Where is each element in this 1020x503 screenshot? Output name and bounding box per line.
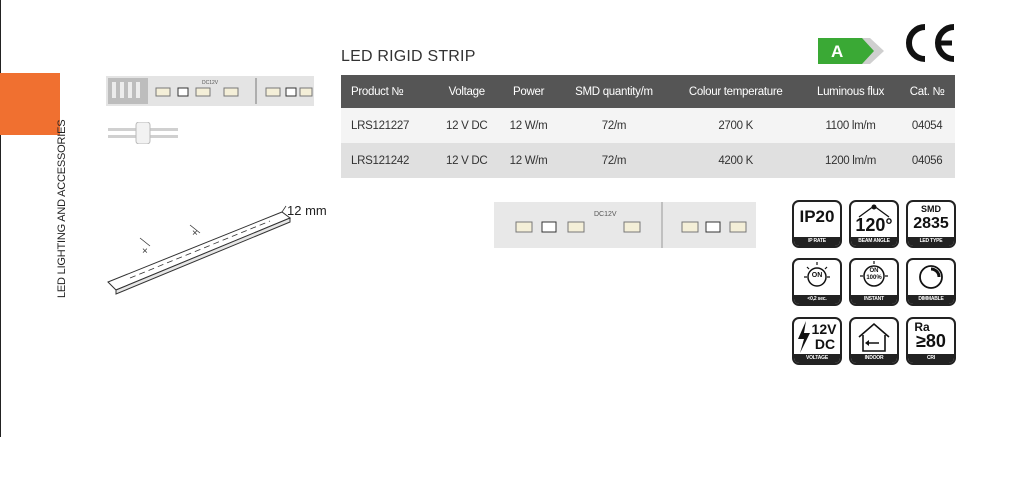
cell-product-no: LRS121227 <box>341 108 435 143</box>
table-row: LRS121227 12 V DC 12 W/m 72/m 2700 K 110… <box>341 108 955 143</box>
col-cat-no: Cat. № <box>899 75 955 108</box>
svg-text:×: × <box>192 228 198 239</box>
col-product-no: Product № <box>341 75 435 108</box>
product-title: LED RIGID STRIP <box>341 48 476 65</box>
instant-icon: ON 100% INSTANT <box>849 258 899 306</box>
led-type-icon: SMD 2835 LED TYPE <box>906 200 956 248</box>
cell-voltage: 12 V DC <box>434 108 499 143</box>
strip-close-up-photo: DC12V <box>494 202 756 248</box>
page-edge-rule <box>0 0 1 437</box>
cell-smd-quantity: 72/m <box>558 143 670 178</box>
strip-marking-small: DC12V <box>202 80 219 86</box>
strip-connector-photo: DC12V <box>106 76 314 106</box>
cri-icon: Ra ≥80 CRI <box>906 317 956 365</box>
cell-voltage: 12 V DC <box>434 143 499 178</box>
beam-angle-icon: 120° BEAM ANGLE <box>849 200 899 248</box>
cell-smd-quantity: 72/m <box>558 108 670 143</box>
ce-mark-icon <box>906 24 955 62</box>
connector-pin-photo <box>108 122 178 144</box>
spec-table: Product № Voltage Power SMD quantity/m C… <box>341 75 955 178</box>
table-header-row: Product № Voltage Power SMD quantity/m C… <box>341 75 955 108</box>
dimmable-icon: DIMMABLE <box>906 258 956 306</box>
cell-product-no: LRS121242 <box>341 143 435 178</box>
cell-colour-temperature: 2700 K <box>669 108 802 143</box>
cell-power: 12 W/m <box>498 143 559 178</box>
voltage-icon: 12V DC VOLTAGE <box>792 317 842 365</box>
col-power: Power <box>498 75 559 108</box>
cell-power: 12 W/m <box>498 108 559 143</box>
energy-class-letter: A <box>831 42 843 61</box>
switch-on-time-icon: ON <0,2 sec. <box>792 258 842 306</box>
energy-class-badge: A <box>818 38 884 64</box>
indoor-icon: INDOOR <box>849 317 899 365</box>
cell-cat-no: 04054 <box>899 108 955 143</box>
cell-cat-no: 04056 <box>899 143 955 178</box>
section-color-tab <box>0 73 60 135</box>
col-voltage: Voltage <box>434 75 499 108</box>
ip-rate-icon: IP20 IP RATE <box>792 200 842 248</box>
strip-marking-large: DC12V <box>594 211 617 218</box>
cell-luminous-flux: 1100 lm/m <box>801 108 900 143</box>
strip-width-label: 12 mm <box>287 203 327 218</box>
col-colour-temperature: Colour temperature <box>669 75 802 108</box>
cell-colour-temperature: 4200 K <box>669 143 802 178</box>
svg-text:×: × <box>142 246 148 257</box>
table-row: LRS121242 12 V DC 12 W/m 72/m 4200 K 120… <box>341 143 955 178</box>
cell-luminous-flux: 1200 lm/m <box>801 143 900 178</box>
section-label: LED LIGHTING AND ACCESSORIES <box>56 119 68 298</box>
col-luminous-flux: Luminous flux <box>801 75 900 108</box>
col-smd-quantity: SMD quantity/m <box>558 75 670 108</box>
strip-dimension-drawing: × × <box>107 205 292 295</box>
